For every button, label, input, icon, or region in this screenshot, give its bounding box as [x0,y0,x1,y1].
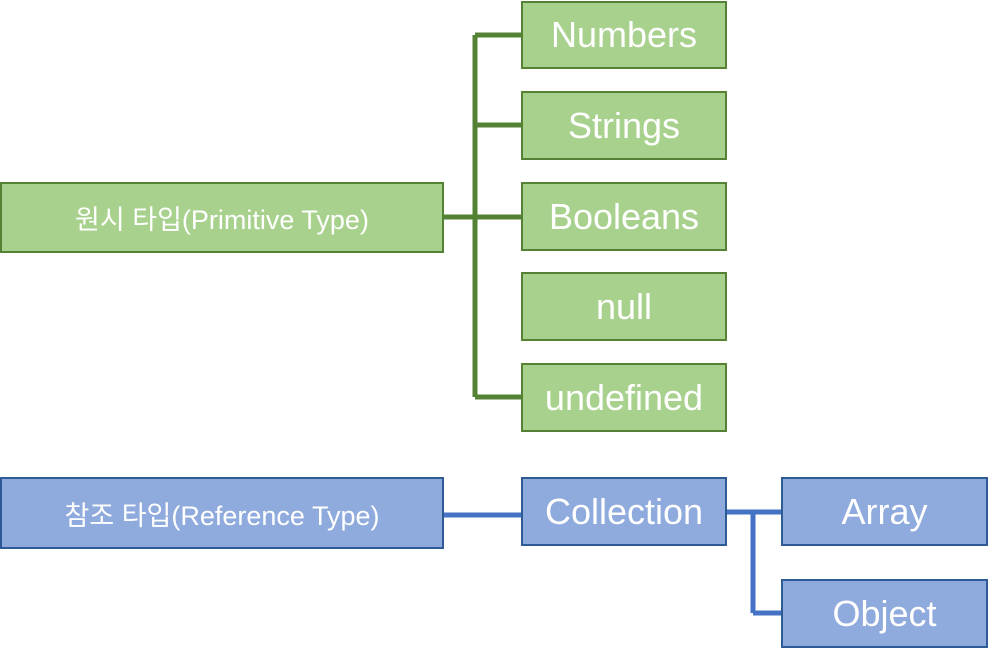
strings-label: Strings [567,104,681,146]
reference-type-root: 참조 타입(Reference Type) [0,477,444,549]
primitive-type-root: 원시 타입(Primitive Type) [0,182,444,253]
reference-child-object: Object [781,579,988,648]
primitive-type-label: 원시 타입(Primitive Type) [75,205,369,235]
primitive-child-numbers: Numbers [521,1,727,69]
reference-collection: Collection [521,477,727,546]
reference-type-label: 참조 타입(Reference Type) [64,500,380,531]
collection-label: Collection [544,490,704,532]
reference-child-array: Array [781,477,988,546]
booleans-label: Booleans [548,195,700,237]
primitive-child-undefined: undefined [521,363,727,432]
numbers-label: Numbers [550,14,698,55]
reference-connectors [443,509,781,616]
undefined-label: undefined [544,376,704,418]
primitive-child-strings: Strings [521,91,727,160]
array-label: Array [841,490,928,532]
primitive-connectors [443,32,521,400]
primitive-child-null: null [521,272,727,341]
object-label: Object [832,592,937,634]
primitive-child-booleans: Booleans [521,182,727,251]
null-label: null [595,285,653,327]
